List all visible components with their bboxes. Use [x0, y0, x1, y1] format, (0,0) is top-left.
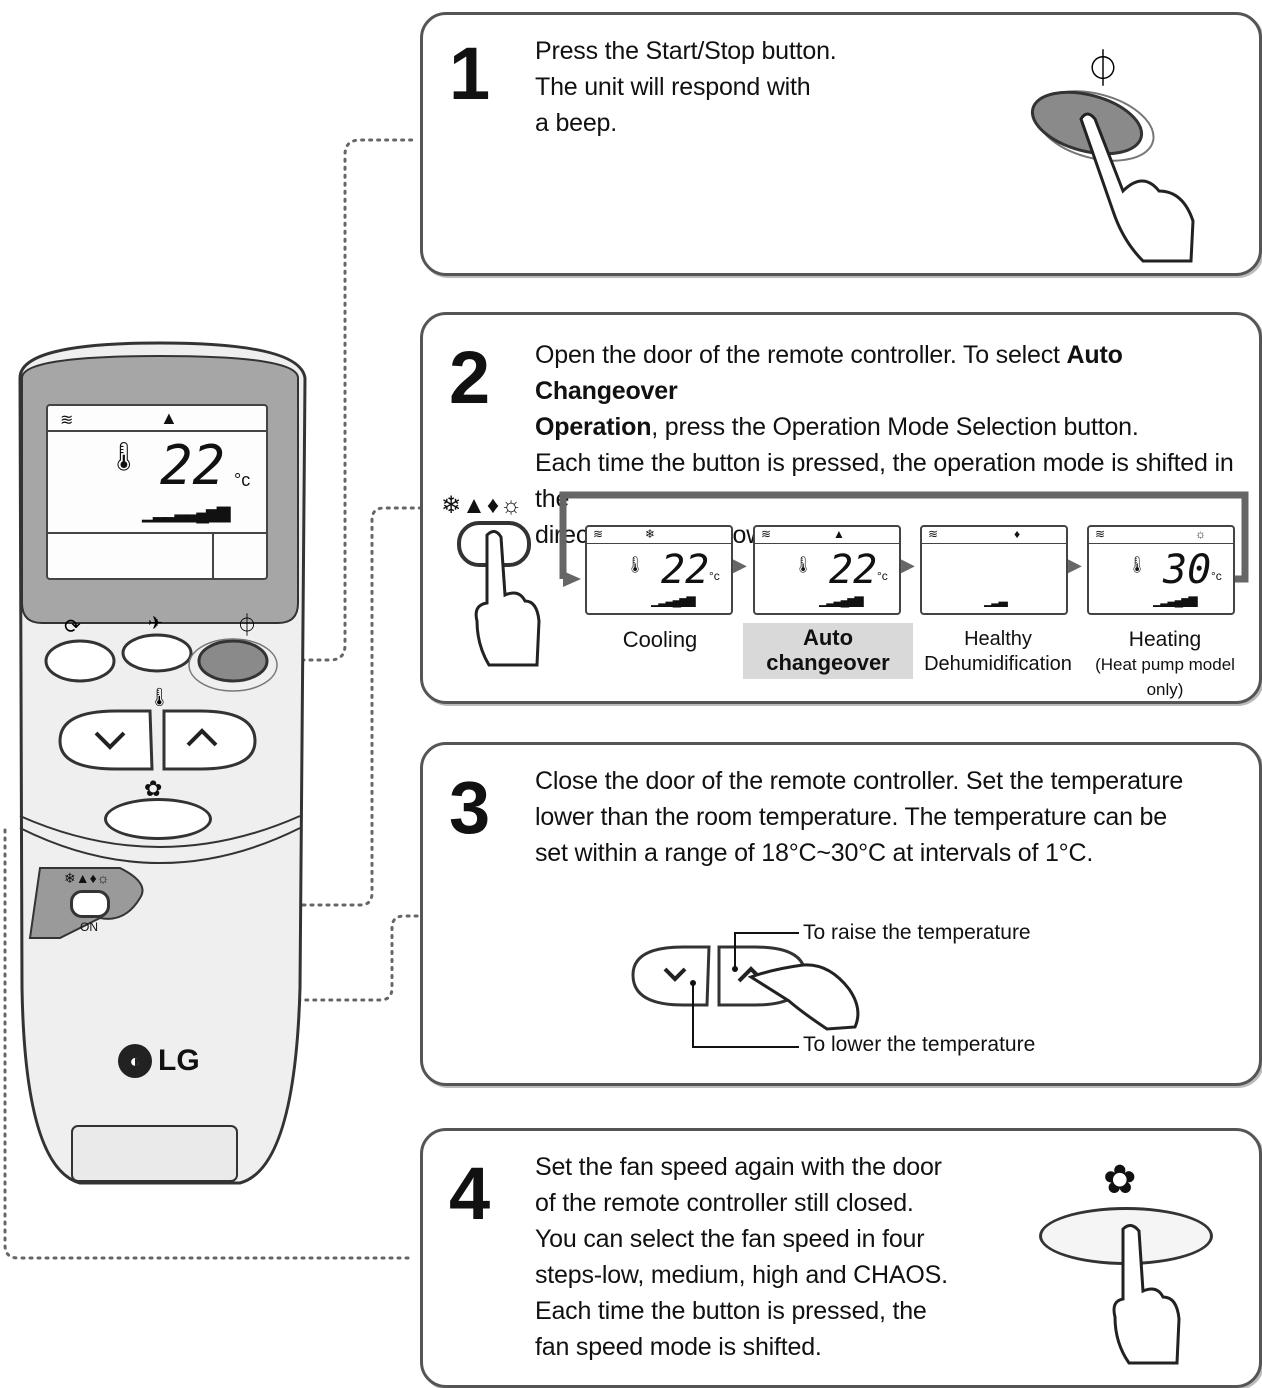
temp-up-button[interactable] [721, 947, 807, 1003]
step-3-panel: 3 Close the door of the remote controlle… [420, 742, 1262, 1086]
step-number: 4 [449, 1152, 491, 1235]
remote-temp-unit: °c [234, 470, 251, 490]
step-number: 2 [449, 336, 491, 419]
step-4-panel: 4 Set the fan speed again with the door … [420, 1128, 1262, 1388]
heating-temp: 30 [1163, 547, 1212, 593]
step-number: 3 [449, 766, 491, 849]
fan-level-bars: ▁▂▂▃▃▄▅▆ [142, 502, 231, 522]
remote-start-stop-button[interactable] [198, 642, 268, 684]
signal-icon: ≋ [60, 412, 74, 429]
remote-temp-readout: 22 [160, 434, 226, 497]
start-stop-illustration: ⏀ [1030, 48, 1195, 263]
mode-label-cooling: Cooling [622, 627, 698, 652]
thermometer-icon: 🌡 [793, 557, 814, 574]
step-3-text: Close the door of the remote controller.… [535, 767, 1184, 867]
remote-mode-button[interactable] [70, 890, 110, 918]
arrow-icon: ▶ [733, 555, 747, 575]
auto-mode-icon: ▲ [160, 408, 178, 428]
lg-logo-icon: ◐ [118, 1044, 152, 1078]
svg-text:✈: ✈ [148, 613, 163, 633]
hand-icon [474, 530, 541, 667]
hand-icon [747, 963, 860, 1031]
thermometer-icon: 🌡 [1127, 557, 1148, 574]
raise-temp-label: To raise the temperature [803, 921, 1031, 944]
step-number: 1 [449, 32, 491, 115]
signal-icon: ≋ [593, 527, 604, 541]
signal-icon: ≋ [1095, 527, 1106, 541]
remote-fan-button[interactable] [104, 798, 212, 840]
temp-down-button[interactable] [635, 947, 715, 1003]
hand-icon [1079, 112, 1195, 263]
mode-icons: ❄▲♦☼ [64, 870, 110, 886]
mode-label-dehumidification: Healthy Dehumidification [924, 628, 1072, 675]
thermometer-icon: 🌡 [106, 441, 142, 472]
fan-icon: ✿ [144, 776, 163, 801]
remote-temp-down-button[interactable] [60, 711, 150, 769]
mode-icons: ❄▲♦☼ [441, 492, 524, 519]
mode-label-auto: Auto changeover [743, 623, 913, 679]
door-on-label: ON [80, 920, 98, 934]
mode-label-heating: Heating (Heat pump model only) [1095, 628, 1235, 699]
lower-temp-label: To lower the temperature [803, 1033, 1036, 1056]
step-1-text: Press the Start/Stop button. The unit wi… [535, 37, 837, 137]
svg-text:⟳: ⟳ [64, 616, 81, 638]
cooling-temp: 22 [661, 547, 710, 593]
arrow-icon: ▶ [1068, 555, 1082, 575]
remote-lcd: ≋ ▲ 🌡 22 °c ▁▂▂▃▃▄▅▆ [46, 404, 268, 580]
svg-text:⏀: ⏀ [236, 613, 258, 638]
thermometer-icon: 🌡 [625, 557, 646, 574]
sun-icon: ☼ [1195, 527, 1206, 541]
signal-icon: ≋ [928, 527, 939, 541]
signal-icon: ≋ [761, 527, 772, 541]
step-1-panel: 1 Press the Start/Stop button. The unit … [420, 12, 1262, 276]
fan-icon: ✿ [1103, 1158, 1137, 1202]
remote-temp-up-button[interactable] [164, 711, 254, 769]
power-icon: ⏀ [1085, 48, 1121, 89]
svg-text:🌡: 🌡 [148, 687, 171, 707]
step-2-text: Open the door of the remote controller. … [535, 341, 1234, 549]
arrow-icon: ▶ [901, 555, 915, 575]
auto-mode-icon: ▲ [833, 527, 845, 541]
step-4-text: Set the fan speed again with the door of… [535, 1153, 948, 1361]
cooling-lcd: ≋ ❄ 🌡 22 °c ▁▂▃▄▅▆ [585, 525, 733, 615]
drop-icon: ♦ [1014, 527, 1021, 541]
step-2-panel: 2 Open the door of the remote controller… [420, 312, 1262, 704]
hand-icon [1112, 1224, 1181, 1365]
auto-temp: 22 [829, 547, 878, 593]
remote-buttons: ⟳ ✈ ⏀ 🌡 [44, 613, 278, 771]
heating-lcd: ≋ ☼ 🌡 30 °c ▁▂▃▄▅▆ [1087, 525, 1235, 615]
brand-logo: LG [158, 1044, 200, 1077]
temp-buttons-illustration [631, 932, 860, 1048]
cooling-icon: ❄ [645, 527, 656, 541]
dehumidification-lcd: ≋ ♦ ▁▂▃ [920, 525, 1068, 615]
auto-lcd: ≋ ▲ 🌡 22 °c ▁▂▃▄▅▆ [753, 525, 901, 615]
cycle-arrow [559, 491, 1249, 587]
remote-controller: ≋ ▲ 🌡 22 °c ▁▂▂▃▃▄▅▆ ⟳ ✈ ⏀ 🌡 ✿ ❄▲♦☼ ON ◐… [0, 338, 320, 1198]
